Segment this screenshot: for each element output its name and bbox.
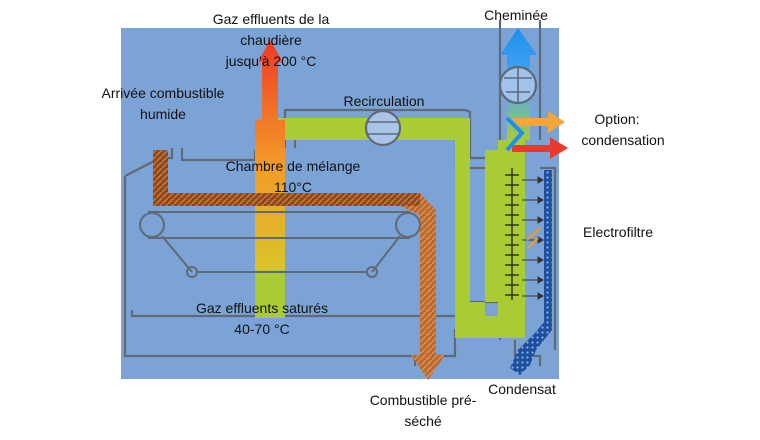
wet-fuel-path <box>153 150 420 206</box>
label-saturated-line1: Gaz effluents saturés <box>196 300 328 316</box>
conveyor-belt <box>139 211 421 278</box>
label-electrofilter: Electrofiltre <box>583 224 653 240</box>
label-recirculation: Recirculation <box>344 93 425 109</box>
label-flue-gas-line2: chaudière <box>240 32 302 48</box>
electrofilter-electrodes <box>505 168 519 300</box>
label-option-line2: condensation <box>581 132 664 148</box>
label-fuel-out-line1: Combustible pré- <box>370 392 477 408</box>
option-orange-arrow <box>512 111 565 133</box>
option-red-arrow <box>512 137 568 159</box>
label-condensate: Condensat <box>488 381 556 397</box>
label-chimney: Cheminée <box>484 7 548 23</box>
label-mixing-line2: 110°C <box>274 179 312 195</box>
label-mixing-line1: Chambre de mélange <box>226 158 361 174</box>
label-option-line1: Option: <box>594 111 639 127</box>
recirculation-fan-icon <box>364 109 402 147</box>
condenser-zigzag <box>505 116 525 152</box>
label-flue-gas-line1: Gaz effluents de la <box>213 11 330 27</box>
label-saturated-line2: 40-70 °C <box>234 321 289 337</box>
spark-marks <box>526 227 541 249</box>
label-fuel-in-line2: humide <box>140 106 186 122</box>
recirculation-right-segment <box>455 118 470 338</box>
condensate-stream <box>510 170 552 375</box>
chimney-fan-blades <box>504 68 532 102</box>
dried-fuel-path <box>400 193 445 380</box>
electrofilter-field-arrows <box>522 176 544 300</box>
recirculation-fan-blades <box>368 121 398 135</box>
label-fuel-in-line1: Arrivée combustible <box>102 85 225 101</box>
saturated-gas-channel <box>255 270 285 318</box>
label-flue-gas-line3: jusqu'à 200 °C <box>225 53 317 69</box>
label-fuel-out-line2: séché <box>404 413 442 429</box>
